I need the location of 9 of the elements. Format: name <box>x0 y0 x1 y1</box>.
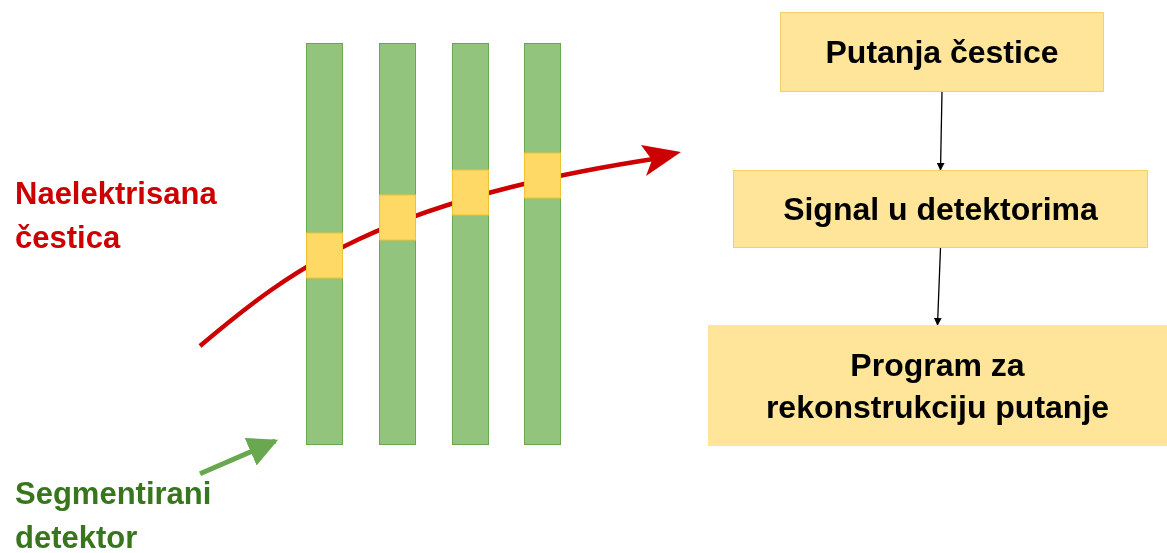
arrow <box>933 247 942 326</box>
segmented-detector-drawing <box>306 43 561 445</box>
arrow <box>936 91 945 171</box>
particle-label: Naelektrisana čestica <box>15 175 218 257</box>
leader-arrow <box>199 438 279 477</box>
process-box: Signal u detektorima <box>733 170 1148 248</box>
callout-text: Segmentirani detektor <box>15 472 265 553</box>
process-box: Program za rekonstrukciju putanje <box>708 325 1167 446</box>
process-box: Putanja čestice <box>780 12 1104 92</box>
